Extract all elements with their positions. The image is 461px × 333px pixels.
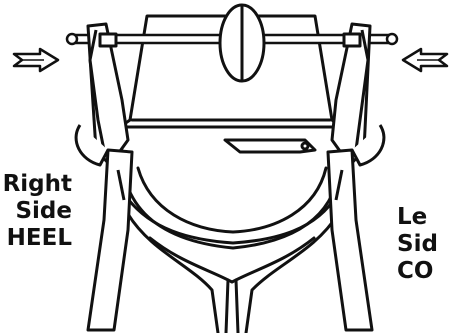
sole-center-left (226, 280, 228, 333)
label-right-line2: Side (3, 198, 72, 225)
arrow-left-pointing-right (14, 49, 58, 71)
sole-center-right (236, 280, 238, 333)
rod-end-left (67, 34, 77, 44)
rod-end-right (387, 34, 397, 44)
label-left-line3: CO (397, 258, 438, 285)
right-clamp-arm (328, 24, 384, 330)
label-left-line1: Le (397, 204, 438, 231)
arrow-right-pointing-left (403, 49, 447, 71)
center-knob (220, 5, 264, 81)
label-left-side-toe: Le Sid CO (397, 204, 438, 285)
label-left-line2: Sid (397, 231, 438, 258)
label-right-line3: HEEL (3, 225, 72, 252)
label-right-side-heel: Right Side HEEL (3, 171, 72, 252)
label-right-line1: Right (3, 171, 72, 198)
left-clamp-arm (76, 24, 132, 330)
